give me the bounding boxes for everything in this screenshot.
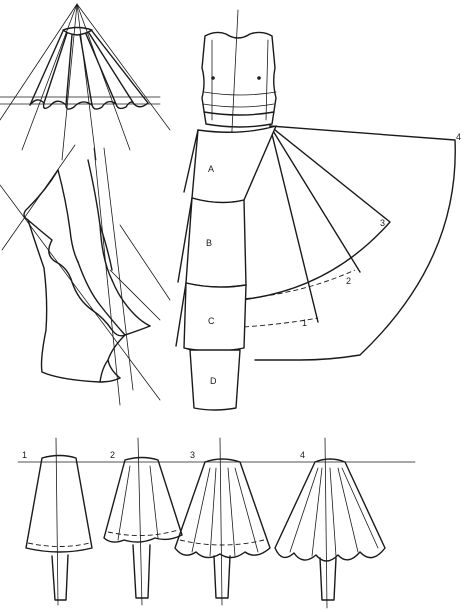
skirt-4: 4 (275, 438, 385, 608)
panel-b-shape (186, 198, 246, 287)
panel-label-b: B (206, 238, 212, 248)
cone-drape-figure (0, 4, 170, 160)
flare-outline-4 (255, 126, 455, 360)
skirt-3: 3 (175, 438, 270, 605)
dress-form-figure: A B C D 1 2 3 4 (176, 10, 461, 410)
panel-c-shape (184, 283, 246, 351)
skirt-label-3: 3 (190, 450, 195, 460)
skirt-1: 1 (22, 438, 92, 605)
skirt-label-1: 1 (22, 450, 27, 460)
panel-label-c: C (208, 316, 215, 326)
flare-label-2: 2 (346, 276, 351, 286)
flare-outline-2 (270, 126, 360, 272)
skirt-label-4: 4 (300, 450, 305, 460)
flare-label-4: 4 (456, 132, 461, 142)
flare-label-1: 1 (302, 318, 307, 328)
panel-label-d: D (210, 376, 217, 386)
skirt-row: 1 2 3 (18, 438, 415, 608)
flare-label-3: 3 (380, 218, 385, 228)
cascade-drape-figure (0, 145, 170, 405)
skirt-2: 2 (104, 438, 182, 605)
panel-label-a: A (208, 164, 214, 174)
panel-a-shape (192, 126, 276, 203)
skirt-label-2: 2 (110, 450, 115, 460)
